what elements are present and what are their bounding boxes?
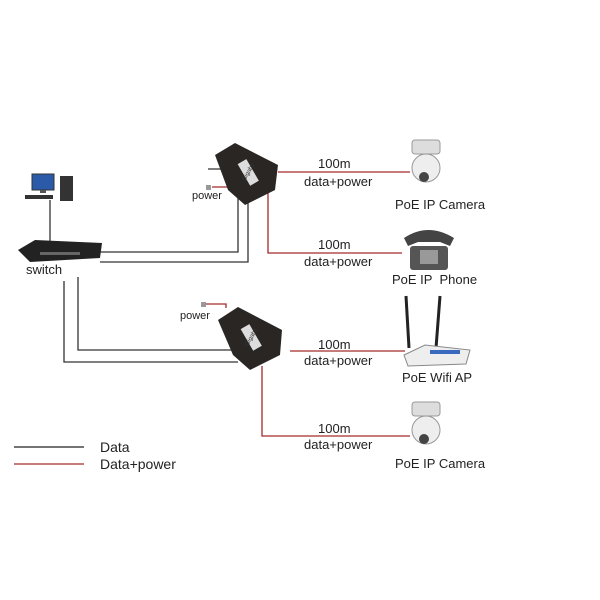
- link-type: data+power: [304, 353, 373, 368]
- poe-injector-icon-2: Gigabit: [218, 307, 282, 370]
- data-lines: [49, 168, 249, 363]
- link-type: data+power: [304, 174, 373, 189]
- link-distance: 100m: [318, 421, 351, 436]
- power-label: power: [180, 310, 210, 322]
- legend-data-power-label: Data+power: [100, 456, 176, 472]
- legend-data-label: Data: [100, 439, 130, 455]
- device-label: PoE IP Camera: [395, 456, 486, 471]
- ip-camera-icon: [411, 139, 441, 183]
- link-distance: 100m: [318, 156, 351, 171]
- device-label: PoE IP Camera: [395, 197, 486, 212]
- ip-phone-icon: [404, 230, 454, 270]
- power-plug-icon: [206, 185, 211, 190]
- ip-camera-icon: [411, 401, 441, 445]
- device-label: PoE IP Phone: [392, 272, 478, 287]
- computer-icon: [25, 173, 73, 201]
- link-distance: 100m: [318, 337, 351, 352]
- switch-icon: [18, 240, 102, 262]
- poe-injector-icon-1: Gigabit: [215, 143, 278, 205]
- wifi-ap-icon: [403, 295, 471, 367]
- power-label: power: [192, 190, 222, 202]
- power-plug-icon: [201, 302, 206, 307]
- link-type: data+power: [304, 254, 373, 269]
- switch-label: switch: [26, 262, 63, 277]
- data-power-lines: [206, 171, 410, 437]
- link-distance: 100m: [318, 237, 351, 252]
- device-label: PoE Wifi AP: [402, 370, 473, 385]
- link-type: data+power: [304, 437, 373, 452]
